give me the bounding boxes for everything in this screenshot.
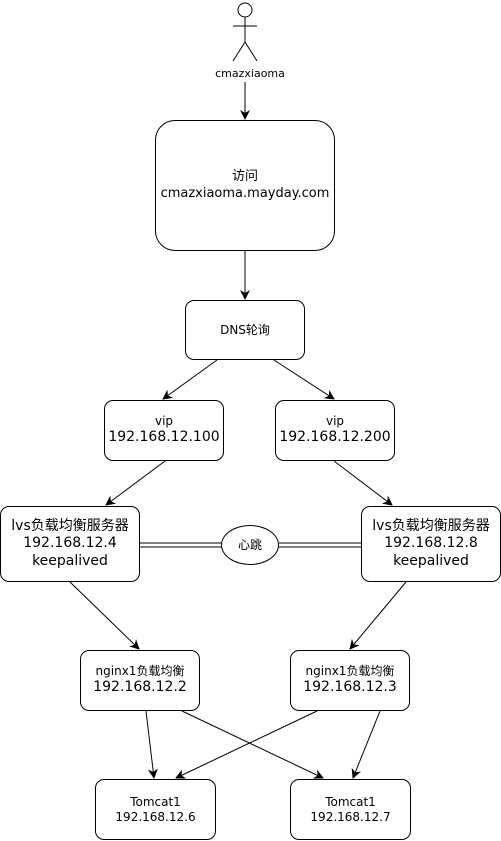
heartbeat-node: 心跳 bbox=[221, 525, 279, 565]
heartbeat-label: 心跳 bbox=[237, 537, 262, 552]
lvs-right-line3: keepalived bbox=[393, 552, 469, 569]
nginx-left-line2: 192.168.12.2 bbox=[93, 679, 187, 696]
nginx-left-line1: nginx1负载均衡 bbox=[95, 664, 185, 679]
vip-left-line2: 192.168.12.100 bbox=[108, 429, 220, 446]
vip-right-line1: vip bbox=[325, 414, 345, 429]
lvs-right-node: lvs负载均衡服务器 192.168.12.8 keepalived bbox=[361, 506, 501, 582]
actor-label: cmazxiaoma bbox=[215, 67, 285, 80]
nginx-left-node: nginx1负载均衡 192.168.12.2 bbox=[80, 650, 200, 711]
edge-nginx-left-tomcat-right bbox=[181, 710, 324, 779]
edge-dns-vip-right bbox=[273, 359, 335, 400]
user-actor-icon bbox=[232, 2, 258, 62]
edge-lvs-nginx-right bbox=[349, 581, 407, 650]
edge-dns-vip-left bbox=[162, 359, 218, 400]
dns-node-label: DNS轮询 bbox=[220, 322, 270, 337]
edge-lvs-nginx-left bbox=[69, 581, 140, 650]
edge-nginx-left-tomcat-left bbox=[145, 710, 158, 779]
tomcat-left-line2: 192.168.12.6 bbox=[115, 809, 196, 824]
tomcat-left-node: Tomcat1 192.168.12.6 bbox=[95, 779, 216, 840]
vip-left-line1: vip bbox=[154, 414, 174, 429]
lvs-left-line3: keepalived bbox=[32, 552, 108, 569]
access-node-line2: cmazxiaoma.mayday.com bbox=[160, 185, 330, 201]
nginx-right-line1: nginx1负载均衡 bbox=[305, 664, 395, 679]
edge-nginx-right-tomcat-right bbox=[351, 710, 381, 779]
tomcat-right-node: Tomcat1 192.168.12.7 bbox=[290, 779, 411, 840]
edge-vip-lvs-left bbox=[105, 460, 166, 506]
access-node: 访问 cmazxiaoma.mayday.com bbox=[155, 120, 335, 251]
lvs-right-line1: lvs负载均衡服务器 bbox=[372, 517, 490, 534]
access-node-line1: 访问 bbox=[231, 169, 258, 185]
lvs-right-line2: 192.168.12.8 bbox=[384, 535, 478, 552]
edge-nginx-right-tomcat-left bbox=[175, 710, 318, 779]
edge-vip-lvs-right bbox=[333, 460, 393, 506]
vip-right-line2: 192.168.12.200 bbox=[279, 429, 391, 446]
nginx-right-node: nginx1负载均衡 192.168.12.3 bbox=[290, 650, 410, 711]
tomcat-right-line2: 192.168.12.7 bbox=[310, 809, 391, 824]
lvs-left-line2: 192.168.12.4 bbox=[23, 535, 117, 552]
lvs-left-node: lvs负载均衡服务器 192.168.12.4 keepalived bbox=[0, 506, 140, 582]
vip-right-node: vip 192.168.12.200 bbox=[275, 400, 395, 461]
nginx-right-line2: 192.168.12.3 bbox=[303, 679, 397, 696]
vip-left-node: vip 192.168.12.100 bbox=[104, 400, 224, 461]
tomcat-right-line1: Tomcat1 bbox=[325, 794, 376, 809]
dns-node: DNS轮询 bbox=[185, 300, 305, 360]
lvs-left-line1: lvs负载均衡服务器 bbox=[11, 517, 129, 534]
tomcat-left-line1: Tomcat1 bbox=[130, 794, 181, 809]
